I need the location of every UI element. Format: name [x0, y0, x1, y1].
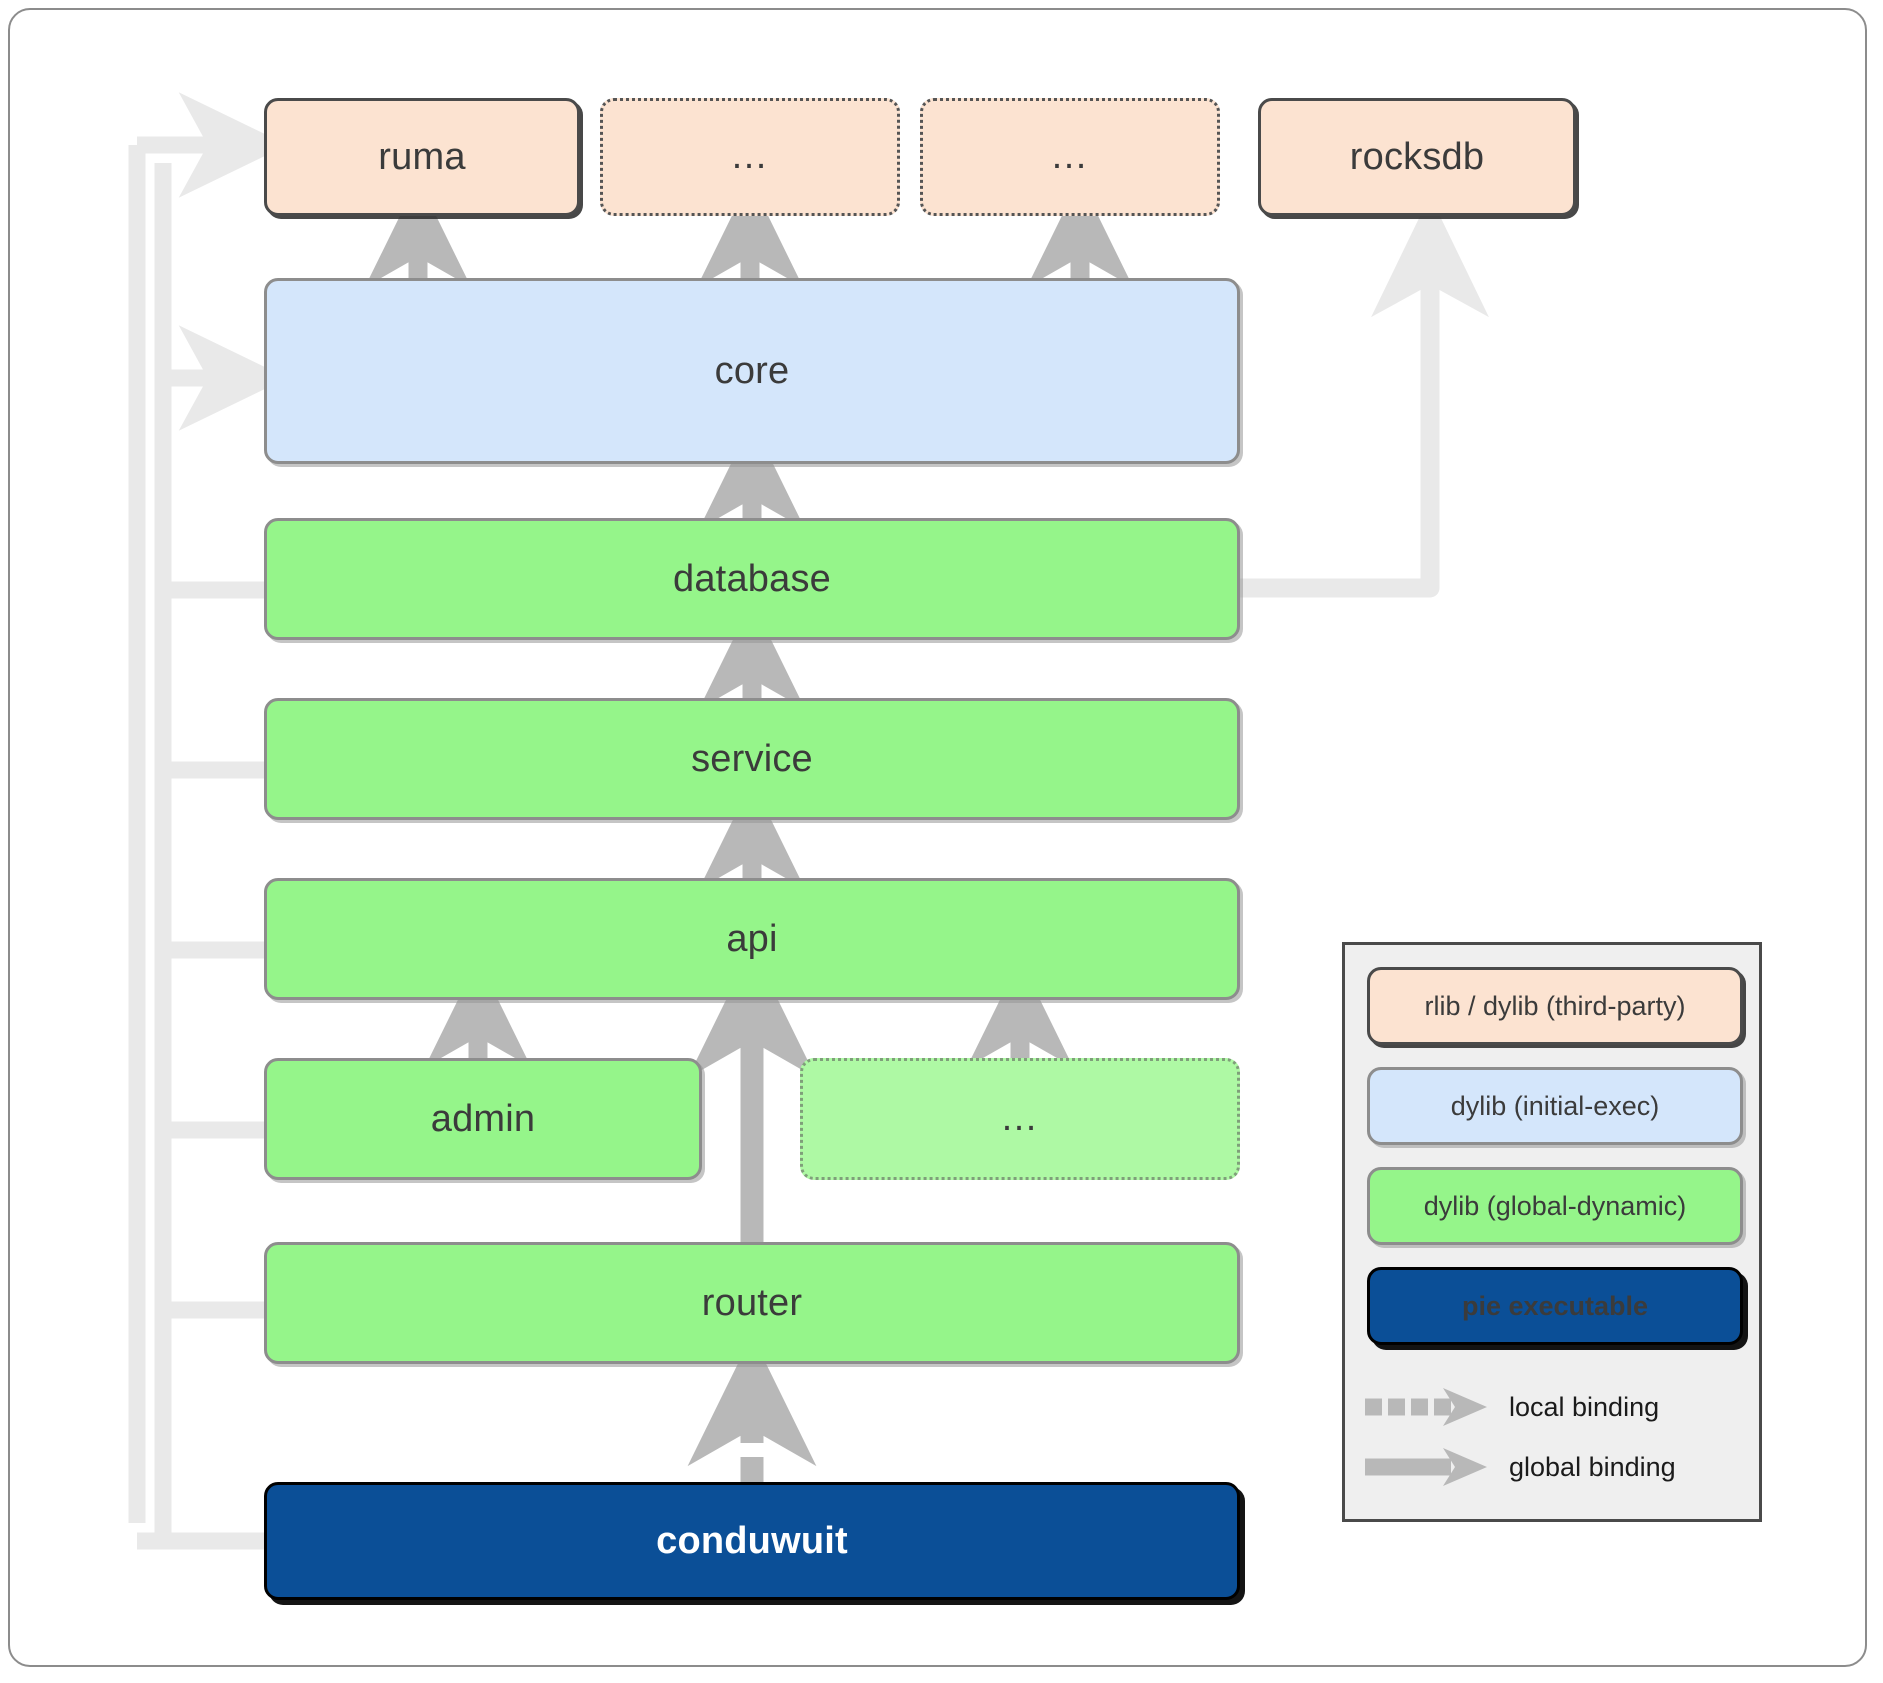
local-binding-arrow-icon: [1365, 1388, 1487, 1426]
node-rocksdb[interactable]: rocksdb: [1258, 98, 1576, 216]
node-api-placeholder-label: …: [1000, 1097, 1040, 1140]
legend-swatch-initial-exec: dylib (initial-exec): [1367, 1067, 1743, 1145]
node-third-party-placeholder-b-label: …: [1050, 135, 1090, 178]
legend-swatch-pie-executable-label: pie executable: [1461, 1290, 1649, 1321]
legend-row-global-binding: global binding: [1363, 1437, 1751, 1497]
node-database[interactable]: database: [264, 518, 1240, 640]
global-binding-arrow-icon: [1365, 1448, 1487, 1486]
node-admin-label: admin: [430, 1097, 536, 1140]
node-third-party-placeholder-a-label: …: [730, 135, 770, 178]
node-core[interactable]: core: [264, 278, 1240, 464]
node-admin[interactable]: admin: [264, 1058, 702, 1180]
legend-local-binding-label: local binding: [1509, 1391, 1660, 1422]
node-third-party-placeholder-a[interactable]: …: [600, 98, 900, 216]
node-conduwuit-label: conduwuit: [656, 1519, 848, 1562]
legend-swatch-third-party: rlib / dylib (third-party): [1367, 967, 1743, 1045]
node-rocksdb-label: rocksdb: [1349, 135, 1485, 178]
legend-row-local-binding: local binding: [1363, 1377, 1751, 1437]
node-api-label: api: [726, 917, 778, 960]
node-service-label: service: [691, 737, 813, 780]
node-ruma[interactable]: ruma: [264, 98, 580, 216]
node-service[interactable]: service: [264, 698, 1240, 820]
legend-swatch-initial-exec-label: dylib (initial-exec): [1450, 1090, 1660, 1121]
legend-panel: rlib / dylib (third-party) dylib (initia…: [1342, 942, 1762, 1522]
node-router[interactable]: router: [264, 1242, 1240, 1364]
node-api-placeholder[interactable]: …: [800, 1058, 1240, 1180]
node-conduwuit[interactable]: conduwuit: [264, 1482, 1240, 1600]
node-core-label: core: [714, 349, 790, 392]
legend-swatch-global-dynamic: dylib (global-dynamic): [1367, 1167, 1743, 1245]
node-database-label: database: [673, 557, 831, 600]
legend-swatch-pie-executable: pie executable: [1367, 1267, 1743, 1345]
node-third-party-placeholder-b[interactable]: …: [920, 98, 1220, 216]
node-api[interactable]: api: [264, 878, 1240, 1000]
node-ruma-label: ruma: [378, 135, 466, 178]
legend-swatch-third-party-label: rlib / dylib (third-party): [1424, 990, 1686, 1021]
legend-global-binding-label: global binding: [1509, 1451, 1676, 1482]
legend-swatch-global-dynamic-label: dylib (global-dynamic): [1423, 1190, 1687, 1221]
node-router-label: router: [701, 1281, 803, 1324]
